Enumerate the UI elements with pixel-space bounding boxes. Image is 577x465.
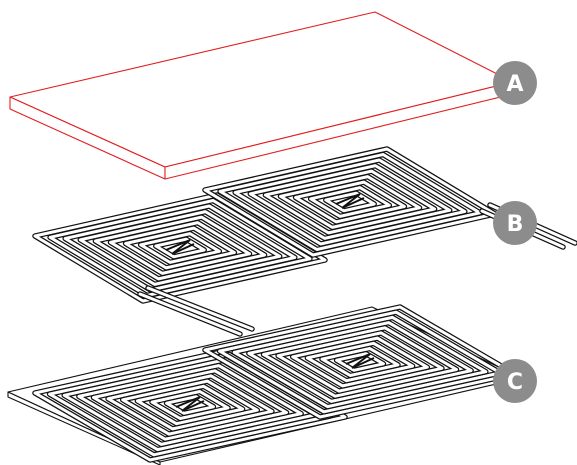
pipe-c-left-ring-fill: [150, 390, 230, 420]
pipe-c-right-ring-fill: [247, 321, 473, 403]
pipe-c-right-ring-fill: [232, 315, 488, 409]
pipe-lead-b-left-inner: [146, 286, 254, 331]
pipe-b-right-ring-fill: [263, 169, 437, 235]
pipe-b-left-ring-fill: [93, 215, 267, 281]
pipe-c-left-ring-fill: [106, 374, 274, 436]
pipe-c-right-ring-fill: [262, 326, 458, 398]
pipe-b-left-ring-fill: [33, 193, 327, 303]
pipe-b-left-ring-fill: [139, 232, 221, 264]
pipe-c-left-ring-fill: [121, 379, 259, 431]
label-badge-a: A: [493, 61, 537, 105]
pipe-loops-b: [32, 146, 498, 304]
layer-c-embedded-pipes: [7, 304, 523, 465]
pipe-b-left-center-turn: [165, 239, 195, 255]
pipe-c-right-ring-fill: [305, 341, 415, 383]
pipe-b-left-ring-fill: [63, 204, 297, 292]
pipe-c-right-center-turn: [345, 353, 375, 369]
pipe-c-right-ring-fill: [276, 331, 444, 393]
layer-a-panel: [9, 11, 514, 180]
pipe-b-left-ring-fill: [124, 226, 236, 270]
pipe-c-left-ring-fill: [77, 364, 303, 446]
badge-circle-c: [493, 359, 537, 403]
label-badge-c: C: [493, 359, 537, 403]
pipe-c-left-ring-fill: [165, 395, 215, 415]
pipe-c-right-ring-fill: [335, 352, 385, 372]
pipe-c-left-ring-fill: [33, 348, 347, 462]
pipe-b-right-ring-fill: [294, 180, 406, 224]
pipe-b-right-ring-fill: [279, 175, 421, 229]
pipe-b-left-ring-fill: [109, 221, 251, 275]
pipe-c-left-ring-fill: [135, 384, 245, 426]
pipe-c-left-ring-fill: [92, 369, 288, 441]
pipe-loops-c: [32, 304, 518, 463]
pipe-b-right-ring-fill: [324, 191, 376, 213]
pipe-b-right-ring-fill: [233, 158, 467, 246]
badge-circle-a: [493, 61, 537, 105]
pipe-b-left-ring-fill: [154, 237, 206, 259]
pipe-b-left-ring-fill: [78, 210, 282, 286]
pipe-b-right-ring-fill: [309, 186, 391, 218]
layer-b-pipe-layout: [32, 146, 577, 337]
pipe-c-right-ring-fill: [320, 347, 400, 377]
pipe-c-right-ring-fill: [291, 336, 429, 388]
label-badge-b: B: [493, 201, 537, 245]
badge-label-a: A: [506, 72, 523, 97]
pipe-b-right-ring-fill: [248, 164, 452, 240]
badge-label-b: B: [507, 212, 524, 237]
pipe-b-left-ring-fill: [48, 199, 312, 297]
pipe-lead-b-left2-inner: [138, 292, 242, 336]
pipe-b-right-center-turn: [335, 193, 365, 209]
badge-circle-b: [493, 201, 537, 245]
pipe-b-right-ring-fill: [218, 153, 482, 251]
badge-label-c: C: [507, 370, 523, 395]
pipe-c-left-center-turn: [175, 396, 205, 412]
